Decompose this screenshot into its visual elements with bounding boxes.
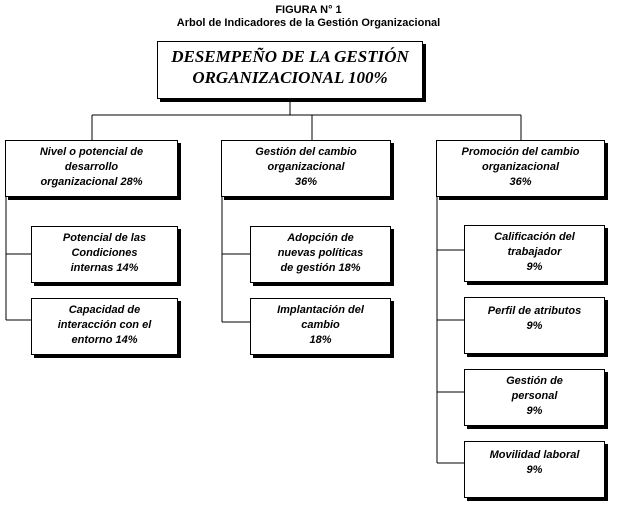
node-branch-1-child-2: Capacidad de interacción con el entorno …	[31, 298, 178, 355]
node-line: trabajador	[507, 246, 562, 258]
node-branch-3-child-4: Movilidad laboral 9%	[464, 441, 605, 498]
node-branch-3-line: Promoción del cambio	[461, 146, 580, 158]
node-line: 18%	[309, 334, 332, 346]
node-branch-2-line: 36%	[294, 176, 318, 188]
node-branch-2-child-1: Adopción de nuevas políticas de gestión …	[250, 226, 391, 283]
node-branch-3: Promoción del cambio organizacional 36%	[436, 140, 605, 197]
node-line: cambio	[301, 319, 340, 331]
node-branch-3-child-1: Calificación del trabajador 9%	[464, 225, 605, 282]
node-line: personal	[511, 390, 558, 402]
node-branch-3-child-3: Gestión de personal 9%	[464, 369, 605, 426]
node-branch-1-line: organizacional 28%	[40, 176, 143, 188]
node-line: Potencial de las	[62, 232, 147, 244]
node-line: 9%	[526, 320, 543, 332]
node-root-line: DESEMPEÑO DE LA GESTIÓN	[171, 47, 409, 66]
node-branch-2-line: Gestión del cambio	[255, 146, 357, 158]
node-branch-1-child-1: Potencial de las Condiciones internas 14…	[31, 226, 178, 283]
node-branch-2-child-2: Implantación del cambio 18%	[250, 298, 391, 355]
figure-title: Arbol de Indicadores de la Gestión Organ…	[176, 17, 441, 29]
node-line: Implantación del	[277, 304, 364, 316]
node-branch-1-line: Nivel o potencial de	[39, 146, 144, 158]
node-root: DESEMPEÑO DE LA GESTIÓN ORGANIZACIONAL 1…	[157, 41, 423, 99]
node-branch-3-line: organizacional	[481, 161, 560, 173]
node-line: de gestión 18%	[280, 262, 361, 274]
node-line: Calificación del	[494, 231, 575, 243]
node-line: Perfil de atributos	[487, 305, 582, 317]
node-line: entorno 14%	[71, 334, 138, 346]
node-branch-2: Gestión del cambio organizacional 36%	[221, 140, 391, 197]
node-line: Adopción de	[287, 232, 354, 244]
node-line: Condiciones	[71, 247, 138, 259]
figure-label: FIGURA N° 1	[275, 4, 342, 16]
node-line: 9%	[526, 261, 543, 273]
node-line: internas 14%	[70, 262, 139, 274]
node-branch-1-line: desarrollo	[64, 161, 119, 173]
node-line: 9%	[526, 464, 543, 476]
node-line: Capacidad de	[68, 304, 141, 316]
node-line: 9%	[526, 405, 543, 417]
node-branch-3-child-2: Perfil de atributos 9%	[464, 297, 605, 354]
node-line: Gestión de	[506, 375, 563, 387]
node-line: nuevas políticas	[277, 247, 364, 259]
node-line: Movilidad laboral	[489, 449, 580, 461]
node-line: interacción con el	[57, 319, 152, 331]
node-branch-2-line: organizacional	[267, 161, 345, 173]
node-root-line: ORGANIZACIONAL 100%	[192, 68, 388, 87]
node-branch-3-line: 36%	[509, 176, 532, 188]
node-branch-1: Nivel o potencial de desarrollo organiza…	[5, 140, 178, 197]
